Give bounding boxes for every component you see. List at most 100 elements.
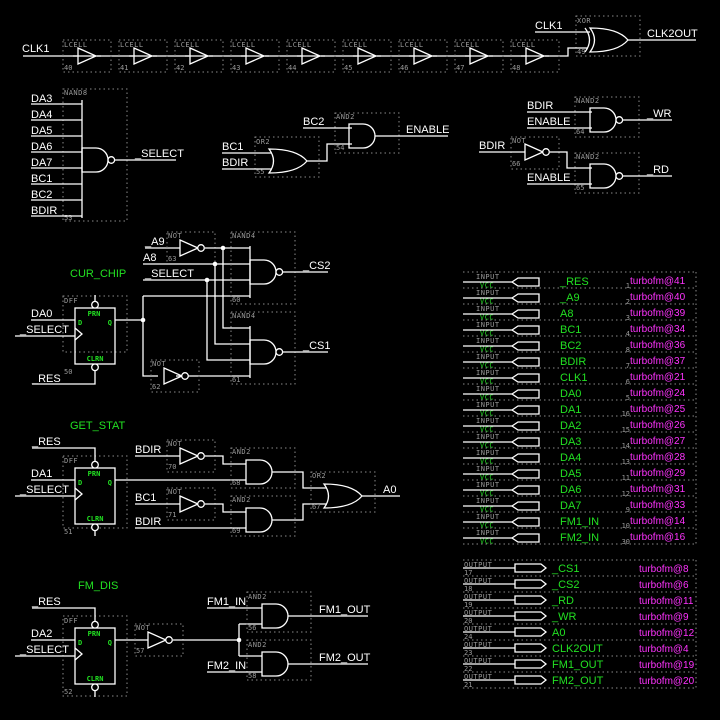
inversion-bubble-icon bbox=[615, 172, 624, 180]
pin-number: 5 bbox=[626, 394, 630, 402]
nand-gate-icon bbox=[249, 259, 277, 285]
symbol-type: AND2 bbox=[336, 113, 355, 121]
pin-name: _RD bbox=[551, 595, 574, 607]
symbol-boundary bbox=[230, 311, 296, 385]
vcc-label: VCC bbox=[480, 474, 494, 482]
pin-name: _WR bbox=[551, 611, 577, 623]
signal-label-select: _SELECT bbox=[144, 268, 194, 280]
output-port-icon bbox=[514, 563, 548, 573]
vcc-label: VCC bbox=[480, 378, 494, 386]
symbol-type: INPUT bbox=[476, 401, 500, 409]
symbol-id: 65 bbox=[576, 184, 584, 192]
pin-number: 16 bbox=[622, 410, 630, 418]
pin-q: Q bbox=[108, 479, 112, 487]
pin-number: 6 bbox=[626, 378, 630, 386]
symbol-type: NAND8 bbox=[64, 89, 88, 97]
signal-label-bc2: BC2 bbox=[303, 116, 324, 128]
pin-assignment: turbofm@6 bbox=[639, 580, 689, 591]
pin-number: 18 bbox=[464, 585, 472, 593]
input-port-icon bbox=[510, 373, 540, 383]
symbol-boundary bbox=[454, 39, 504, 73]
symbol-boundary bbox=[342, 39, 392, 73]
signal-label-select: _SELECT bbox=[19, 484, 69, 496]
vcc-label: VCC bbox=[480, 538, 494, 546]
symbol-type: NOT bbox=[168, 232, 182, 240]
vcc-label: VCC bbox=[480, 314, 494, 322]
inversion-bubble-icon bbox=[91, 460, 99, 469]
symbol-id: 46 bbox=[400, 64, 408, 72]
wire bbox=[32, 607, 96, 621]
symbol-type: NOT bbox=[512, 137, 526, 145]
signal-label-da5: DA5 bbox=[31, 125, 52, 137]
wire bbox=[206, 280, 250, 361]
pin-name: FM1_OUT bbox=[552, 659, 604, 671]
not-gate-icon bbox=[179, 238, 200, 258]
pin-assignment: turbofm@25 bbox=[630, 404, 686, 415]
symbol-id: 48 bbox=[512, 64, 520, 72]
symbol-type: INPUT bbox=[476, 481, 500, 489]
vcc-label: VCC bbox=[480, 458, 494, 466]
vcc-label: VCC bbox=[480, 442, 494, 450]
inversion-bubble-icon bbox=[91, 683, 99, 692]
symbol-id: 45 bbox=[344, 64, 352, 72]
pin-assignment: turbofm@24 bbox=[630, 388, 686, 399]
pin-assignment: turbofm@11 bbox=[639, 596, 694, 607]
symbol-type: INPUT bbox=[476, 513, 500, 521]
